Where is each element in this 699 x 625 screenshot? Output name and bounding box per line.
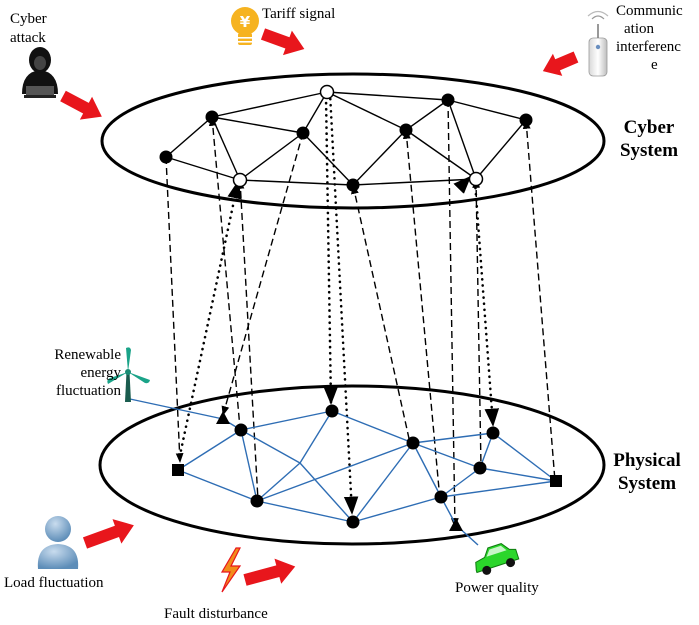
dashed-link — [402, 129, 441, 501]
cyber-attack-label-line: Cyber — [10, 11, 47, 27]
cyber-node — [159, 150, 173, 164]
renewable-label-line: energy — [80, 365, 121, 381]
dashed-link — [472, 178, 482, 468]
dotted-link — [473, 180, 500, 427]
cyber-node — [519, 113, 533, 127]
router-icon — [587, 10, 609, 77]
physical-system-ellipse — [98, 384, 606, 546]
lightbulb-icon: ¥ — [231, 7, 259, 45]
cyber-node — [399, 123, 413, 137]
car-icon — [475, 543, 520, 575]
physical-system-label-line: System — [618, 473, 676, 494]
person-icon — [37, 516, 79, 569]
dashed-link — [522, 119, 556, 482]
physical-system-label-line: Physical — [613, 450, 681, 471]
interference-label-line: ation — [624, 21, 654, 37]
cyber-node — [346, 178, 360, 192]
physical-node — [325, 404, 339, 418]
tariff-yen-symbol: ¥ — [240, 13, 251, 31]
cyber-system-label-line: System — [620, 140, 678, 161]
interference-label-line: e — [651, 57, 658, 73]
cyber-node-hollow — [232, 172, 248, 188]
dashed-link — [165, 156, 184, 463]
cyber-node — [296, 126, 310, 140]
dashed-link — [236, 179, 259, 501]
lightning-icon — [220, 547, 242, 593]
interference-label-line: Communic — [616, 3, 683, 19]
physical-node-square — [172, 464, 184, 476]
cyber-network — [159, 84, 533, 192]
physical-node — [234, 423, 248, 437]
fault-disturbance-label: Fault disturbance — [164, 606, 268, 622]
dashed-link — [208, 116, 241, 429]
cross-layer-links — [165, 91, 556, 528]
cyber-system-ellipse — [100, 72, 606, 210]
dashed-link — [221, 132, 304, 416]
cyber-node — [205, 110, 219, 124]
renewable-label-line: Renewable — [54, 347, 121, 363]
red-arrows — [60, 28, 579, 586]
physical-node — [434, 490, 448, 504]
cyber-system-label-line: Cyber — [624, 117, 675, 138]
red-arrow-fault — [243, 558, 296, 586]
power-quality-label: Power quality — [455, 580, 539, 596]
tariff-signal-label: Tariff signal — [262, 6, 335, 22]
red-arrow-cyber-attack — [60, 90, 102, 120]
red-arrow-tariff — [260, 28, 305, 56]
dashed-link — [447, 99, 459, 528]
load-fluctuation-label: Load fluctuation — [4, 575, 104, 591]
dashed-link — [351, 184, 411, 444]
dotted-link — [453, 175, 472, 194]
cyber-node-hollow — [319, 84, 335, 100]
physical-node — [346, 515, 360, 529]
cyber-node — [441, 93, 455, 107]
red-arrow-load — [82, 519, 134, 549]
hacker-icon — [22, 47, 58, 98]
wind-turbine-icon — [107, 347, 150, 402]
dotted-link — [323, 95, 339, 405]
physical-network — [129, 398, 562, 546]
red-arrow-interference — [542, 51, 579, 76]
physical-node-triangle — [216, 411, 230, 424]
physical-node — [473, 461, 487, 475]
interference-label-line: interferenc — [616, 39, 681, 55]
physical-node-triangle — [449, 518, 463, 531]
physical-node — [250, 494, 264, 508]
cyber-attack-label-line: attack — [10, 30, 46, 46]
physical-node — [406, 436, 420, 450]
cyber-node-hollow — [468, 171, 484, 187]
physical-node — [486, 426, 500, 440]
physical-node-square — [550, 475, 562, 487]
dotted-link — [178, 180, 242, 457]
dotted-link — [328, 91, 359, 515]
renewable-label-line: fluctuation — [56, 383, 121, 399]
